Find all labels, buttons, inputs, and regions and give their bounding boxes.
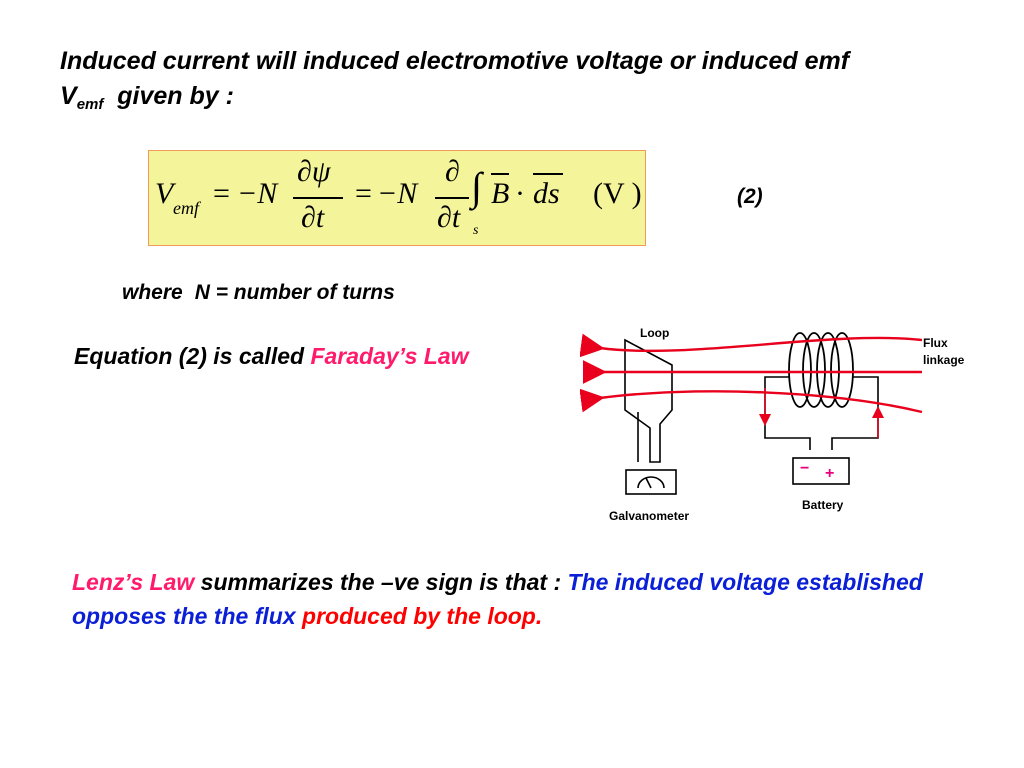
eq-integral-sub: s [473, 223, 479, 238]
battery-plus-sign: + [825, 465, 834, 482]
eq-frac-line-2 [435, 197, 469, 199]
coil-icon [788, 332, 854, 408]
eq-den-dt-2: ∂t [437, 201, 461, 234]
faraday-equation: V emf = −N ∂ψ ∂t = −N ∂ ∂t ∫ s B · ds (V… [149, 151, 647, 247]
given-by-text: given by : [117, 82, 234, 110]
lenz-middle: summarizes the –ve sign is that : [200, 569, 562, 595]
faraday-diagram: Loop Flux linkage Galvanometer Battery −… [580, 326, 965, 523]
lenz-blue-text: The induced voltage established opposes … [72, 569, 923, 629]
eq-bvec-bar [491, 173, 509, 175]
flux-label-line-1: Flux [923, 336, 948, 350]
faraday-statement: Equation (2) is called Faraday’s Law [74, 343, 469, 370]
eq-num-dpsi: ∂ψ [297, 155, 331, 188]
galvanometer-icon [625, 469, 677, 495]
eq-num-d: ∂ [445, 155, 460, 188]
flux-label-line-2: linkage [923, 353, 965, 367]
where-word: where [122, 281, 183, 304]
equation-box: V emf = −N ∂ψ ∂t = −N ∂ ∂t ∫ s B · ds (V… [148, 150, 646, 246]
eq-ds: ds [533, 177, 560, 210]
battery-label: Battery [802, 498, 844, 512]
eq-frac-line-1 [293, 197, 343, 199]
loop-label: Loop [640, 326, 669, 340]
eq-ds-bar [533, 173, 563, 175]
intro-line-2: Vemf given by : [60, 79, 1000, 122]
eq-lhs-v: V [155, 177, 174, 210]
intro-line-1: Induced current will induced electromoti… [60, 47, 850, 75]
eq-equals-1: = [213, 177, 230, 210]
eq-den-dt-1: ∂t [301, 201, 325, 234]
eq-minus-n-1: −N [237, 177, 278, 210]
battery-minus-sign: − [800, 460, 809, 477]
faraday-prefix: Equation (2) is called [74, 343, 305, 369]
lenz-law-name: Lenz’s Law [72, 569, 195, 595]
lenz-red-text: produced by the loop. [302, 603, 543, 629]
faraday-law-name: Faraday’s Law [310, 343, 469, 369]
equation-number: (2) [737, 185, 763, 208]
flux-lines [580, 333, 923, 414]
where-clause: where N = number of turns [122, 281, 395, 305]
vemf-symbol: V [60, 82, 77, 110]
galvanometer-label: Galvanometer [609, 509, 689, 523]
eq-b-vector: B [491, 177, 510, 210]
n-definition: N = number of turns [194, 281, 395, 304]
intro-text: Induced current will induced electromoti… [60, 44, 1000, 122]
vemf-subscript: emf [76, 96, 104, 113]
eq-lhs-sub: emf [173, 198, 199, 218]
loop-frame [624, 338, 673, 463]
eq-minus-n-2: −N [377, 177, 418, 210]
eq-equals-2: = [355, 177, 372, 210]
lenz-statement: Lenz’s Law summarizes the –ve sign is th… [72, 565, 972, 633]
eq-unit: (V ) [593, 177, 642, 210]
eq-integral: ∫ [471, 164, 482, 209]
eq-dot: · [515, 177, 525, 210]
